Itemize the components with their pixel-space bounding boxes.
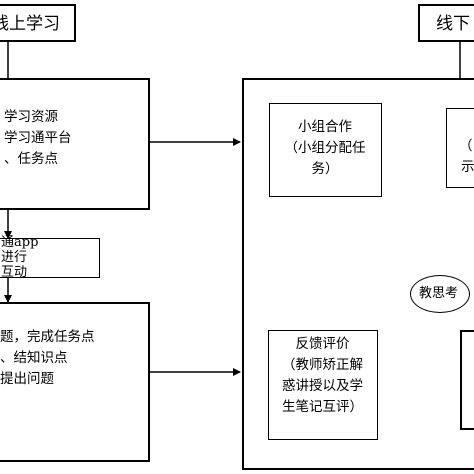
online-task-line-3: 提出问题	[0, 371, 54, 387]
right-bottom-partial-box	[460, 330, 474, 430]
offline-header-box: 线下	[418, 4, 474, 42]
group-cooperation-box: 小组合作 （小组分配任 务）	[269, 103, 382, 197]
online-header-box: 线上学习	[0, 4, 76, 42]
right-partial-line-1: （	[459, 138, 473, 154]
feedback-evaluation-box: 反馈评价 （教师矫正解 惑讲授以及学 生笔记互评）	[268, 330, 378, 440]
feedback-line-4: 生笔记互评）	[282, 399, 363, 415]
group-line-1: 小组合作	[298, 119, 352, 135]
right-partial-box: （ 示	[446, 108, 474, 188]
online-resource-line-2: 学习通平台	[4, 130, 72, 146]
feedback-line-2: （教师矫正解	[282, 357, 363, 373]
group-line-2: （小组分配任	[284, 140, 366, 156]
online-app-line-2: 进行	[1, 250, 28, 265]
right-partial-line-2: 示	[461, 159, 474, 175]
online-header-label: 线上学习	[0, 14, 60, 34]
teacher-thinking-label: 教思考	[419, 286, 459, 301]
online-task-line-1: 题，完成任务点	[0, 329, 95, 345]
feedback-line-1: 反馈评价	[295, 336, 350, 352]
online-resource-line-1: 学习资源	[4, 109, 58, 125]
offline-header-label: 线下	[436, 14, 470, 34]
online-task-line-2: 、结知识点	[0, 350, 68, 366]
online-app-line-3: 互动	[1, 265, 28, 280]
group-line-3: 务）	[311, 161, 339, 177]
online-app-line-1: 通app	[1, 235, 39, 250]
online-resource-box: 学习资源 学习通平台 、任务点	[0, 78, 150, 210]
teacher-thinking-node: 教思考	[410, 275, 470, 313]
online-resource-line-3: 、任务点	[4, 151, 58, 167]
online-app-box: 通app 进行 互动	[0, 235, 100, 280]
online-task-box: 题，完成任务点 、结知识点 提出问题	[0, 302, 150, 462]
feedback-line-3: 惑讲授以及学	[282, 378, 363, 394]
